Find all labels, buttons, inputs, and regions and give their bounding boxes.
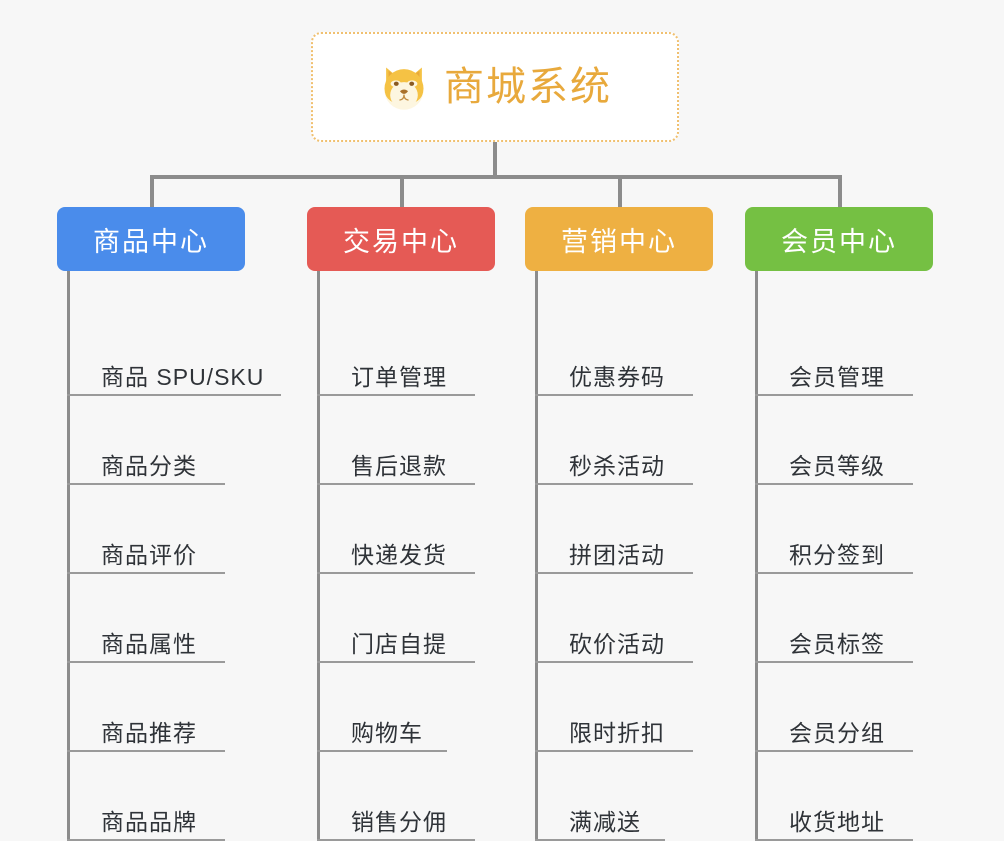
leaf-underline	[535, 572, 693, 574]
leaf-item[interactable]: 商品属性	[67, 574, 297, 663]
leaf-label: 会员标签	[789, 630, 885, 657]
column-spine-1	[317, 271, 320, 841]
leaf-label: 会员管理	[789, 363, 885, 390]
leaf-label: 收货地址	[789, 808, 885, 835]
leaf-item[interactable]: 收货地址	[755, 752, 985, 841]
leaf-item[interactable]: 门店自提	[317, 574, 547, 663]
connector-root-stem	[493, 142, 497, 178]
leaf-underline	[755, 750, 913, 752]
leaf-item[interactable]: 会员标签	[755, 574, 985, 663]
leaf-item[interactable]: 优惠券码	[535, 307, 765, 396]
category-header-label: 交易中心	[343, 226, 459, 257]
category-column-2: 营销中心优惠券码秒杀活动拼团活动砍价活动限时折扣满减送	[525, 207, 713, 841]
leaf-underline	[67, 394, 281, 396]
shiba-inu-icon	[384, 67, 424, 110]
connector-drop-3	[838, 175, 842, 209]
connector-horizontal-bus	[150, 175, 842, 179]
leaf-item[interactable]: 限时折扣	[535, 663, 765, 752]
leaf-item[interactable]: 商品推荐	[67, 663, 297, 752]
leaf-underline	[317, 750, 447, 752]
leaf-list-3: 会员管理会员等级积分签到会员标签会员分组收货地址	[755, 271, 985, 841]
leaf-list-2: 优惠券码秒杀活动拼团活动砍价活动限时折扣满减送	[535, 271, 765, 841]
leaf-item[interactable]: 商品 SPU/SKU	[67, 307, 297, 396]
category-header-label: 会员中心	[781, 226, 897, 257]
leaf-item[interactable]: 订单管理	[317, 307, 547, 396]
leaf-underline	[317, 394, 475, 396]
category-header-0[interactable]: 商品中心	[57, 207, 245, 271]
leaf-item[interactable]: 会员分组	[755, 663, 985, 752]
leaf-label: 订单管理	[351, 363, 447, 390]
leaf-item[interactable]: 积分签到	[755, 485, 985, 574]
leaf-item[interactable]: 秒杀活动	[535, 396, 765, 485]
leaf-underline	[67, 750, 225, 752]
leaf-item[interactable]: 售后退款	[317, 396, 547, 485]
connector-drop-2	[618, 175, 622, 209]
leaf-label: 售后退款	[351, 452, 447, 479]
leaf-label: 购物车	[351, 719, 423, 746]
leaf-list-0: 商品 SPU/SKU 商品分类商品评价商品属性商品推荐商品品牌	[67, 271, 297, 841]
leaf-item[interactable]: 满减送	[535, 752, 765, 841]
category-header-label: 营销中心	[561, 226, 677, 257]
category-column-3: 会员中心会员管理会员等级积分签到会员标签会员分组收货地址	[745, 207, 933, 841]
leaf-underline	[755, 661, 913, 663]
leaf-label: 积分签到	[789, 541, 885, 568]
leaf-underline	[535, 483, 693, 485]
leaf-underline	[67, 483, 225, 485]
leaf-item[interactable]: 商品分类	[67, 396, 297, 485]
category-header-label: 商品中心	[93, 226, 209, 257]
leaf-underline	[317, 483, 475, 485]
leaf-label: 砍价活动	[569, 630, 665, 657]
leaf-label: 商品品牌	[101, 808, 197, 835]
leaf-label: 商品 SPU/SKU	[101, 363, 265, 390]
root-node[interactable]: 商城系统	[311, 32, 679, 142]
leaf-label: 销售分佣	[351, 808, 447, 835]
leaf-underline	[535, 661, 693, 663]
leaf-underline	[317, 661, 475, 663]
leaf-item[interactable]: 购物车	[317, 663, 547, 752]
leaf-label: 商品分类	[101, 452, 197, 479]
leaf-label: 限时折扣	[569, 719, 665, 746]
leaf-label: 会员等级	[789, 452, 885, 479]
leaf-item[interactable]: 快递发货	[317, 485, 547, 574]
category-header-3[interactable]: 会员中心	[745, 207, 933, 271]
category-header-2[interactable]: 营销中心	[525, 207, 713, 271]
leaf-underline	[67, 572, 225, 574]
leaf-item[interactable]: 会员等级	[755, 396, 985, 485]
leaf-underline	[755, 394, 913, 396]
leaf-item[interactable]: 拼团活动	[535, 485, 765, 574]
leaf-label: 商品推荐	[101, 719, 197, 746]
leaf-underline	[535, 394, 693, 396]
leaf-underline	[755, 572, 913, 574]
connector-drop-1	[400, 175, 404, 209]
leaf-label: 优惠券码	[569, 363, 665, 390]
leaf-underline	[755, 483, 913, 485]
leaf-label: 快递发货	[351, 541, 447, 568]
leaf-label: 商品评价	[101, 541, 197, 568]
leaf-label: 拼团活动	[569, 541, 665, 568]
leaf-underline	[535, 750, 693, 752]
leaf-item[interactable]: 会员管理	[755, 307, 985, 396]
column-spine-3	[755, 271, 758, 841]
leaf-list-1: 订单管理售后退款快递发货门店自提购物车销售分佣	[317, 271, 547, 841]
leaf-underline	[317, 572, 475, 574]
leaf-underline	[67, 661, 225, 663]
connector-drop-0	[150, 175, 154, 209]
root-title: 商城系统	[444, 65, 612, 109]
leaf-item[interactable]: 商品评价	[67, 485, 297, 574]
column-spine-0	[67, 271, 70, 841]
leaf-label: 秒杀活动	[569, 452, 665, 479]
category-column-1: 交易中心订单管理售后退款快递发货门店自提购物车销售分佣	[307, 207, 495, 841]
leaf-item[interactable]: 销售分佣	[317, 752, 547, 841]
leaf-item[interactable]: 砍价活动	[535, 574, 765, 663]
leaf-label: 门店自提	[351, 630, 447, 657]
category-column-0: 商品中心商品 SPU/SKU 商品分类商品评价商品属性商品推荐商品品牌	[57, 207, 281, 841]
category-header-1[interactable]: 交易中心	[307, 207, 495, 271]
leaf-label: 会员分组	[789, 719, 885, 746]
leaf-item[interactable]: 商品品牌	[67, 752, 297, 841]
leaf-label: 满减送	[569, 808, 641, 835]
leaf-label: 商品属性	[101, 630, 197, 657]
column-spine-2	[535, 271, 538, 841]
